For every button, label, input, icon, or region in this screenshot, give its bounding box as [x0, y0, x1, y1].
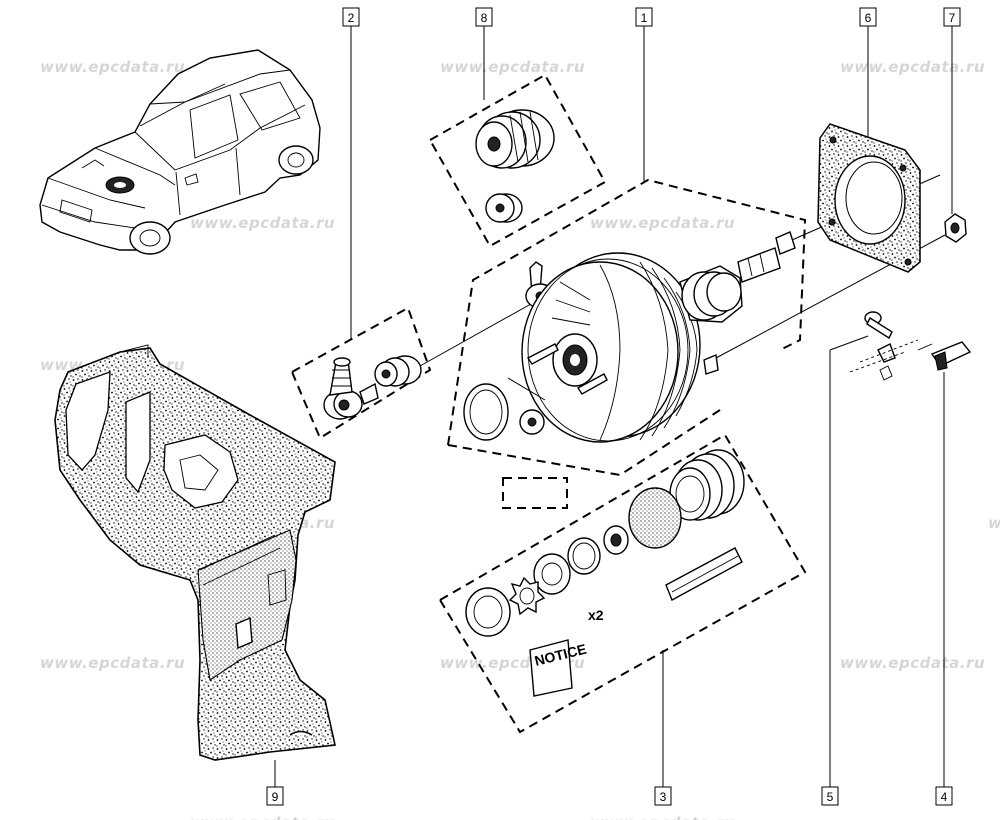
part-9-insulation-panel — [54, 344, 336, 761]
watermark-text: www.epcdata.ru — [190, 214, 335, 232]
watermark-text: www.epcdata.ru — [440, 58, 585, 76]
watermark-text: www.epcdata.ru — [40, 58, 185, 76]
group-frames — [290, 73, 807, 734]
watermark-text: www.epcdata.ru — [988, 514, 1000, 532]
callout-label: 1 — [641, 11, 648, 25]
watermark-text: www.epcdata.ru — [190, 814, 335, 820]
callout-label: 7 — [949, 11, 956, 25]
frame-booster-1 — [447, 178, 807, 446]
callout-7: 7 — [943, 7, 961, 27]
watermark-text: www.epcdata.ru — [590, 814, 735, 820]
callout-2: 2 — [342, 7, 360, 27]
watermark-text: www.epcdata.ru — [40, 654, 185, 672]
part-6-gasket — [817, 123, 921, 273]
callout-3: 3 — [654, 786, 672, 806]
callout-label: 6 — [865, 11, 872, 25]
watermark-text: www.epcdata.ru — [840, 58, 985, 76]
callout-label: 2 — [348, 11, 355, 25]
frame-kit-8 — [428, 73, 607, 248]
part-7-nut — [944, 213, 967, 243]
part-5-pin — [849, 311, 919, 381]
callout-label: 9 — [272, 790, 279, 804]
vehicle-illustration — [39, 49, 321, 255]
part-1-brake-booster — [463, 174, 946, 443]
callout-label: 8 — [481, 11, 488, 25]
callout-label: 3 — [660, 790, 667, 804]
callout-label: 5 — [827, 790, 834, 804]
quantity-label: x2 — [588, 607, 604, 623]
part-2-check-valve — [323, 299, 539, 420]
frame-small — [502, 477, 568, 509]
callout-5: 5 — [821, 786, 839, 806]
watermark-text: www.epcdata.ru — [590, 214, 735, 232]
frame-kit-3 — [438, 433, 807, 734]
callout-label: 4 — [941, 790, 948, 804]
frame-kit-2 — [290, 306, 432, 440]
part-8-seal-kit — [475, 109, 555, 223]
callout-1: 1 — [635, 7, 653, 27]
part-3-repair-kit: NOTICE x2 — [465, 449, 745, 697]
part-4-clip — [917, 341, 972, 371]
callout-4: 4 — [935, 786, 953, 806]
callout-9: 9 — [266, 786, 284, 806]
watermark-text: www.epcdata.ru — [840, 654, 985, 672]
callout-6: 6 — [859, 7, 877, 27]
leader-lines — [274, 26, 953, 787]
callout-8: 8 — [475, 7, 493, 27]
